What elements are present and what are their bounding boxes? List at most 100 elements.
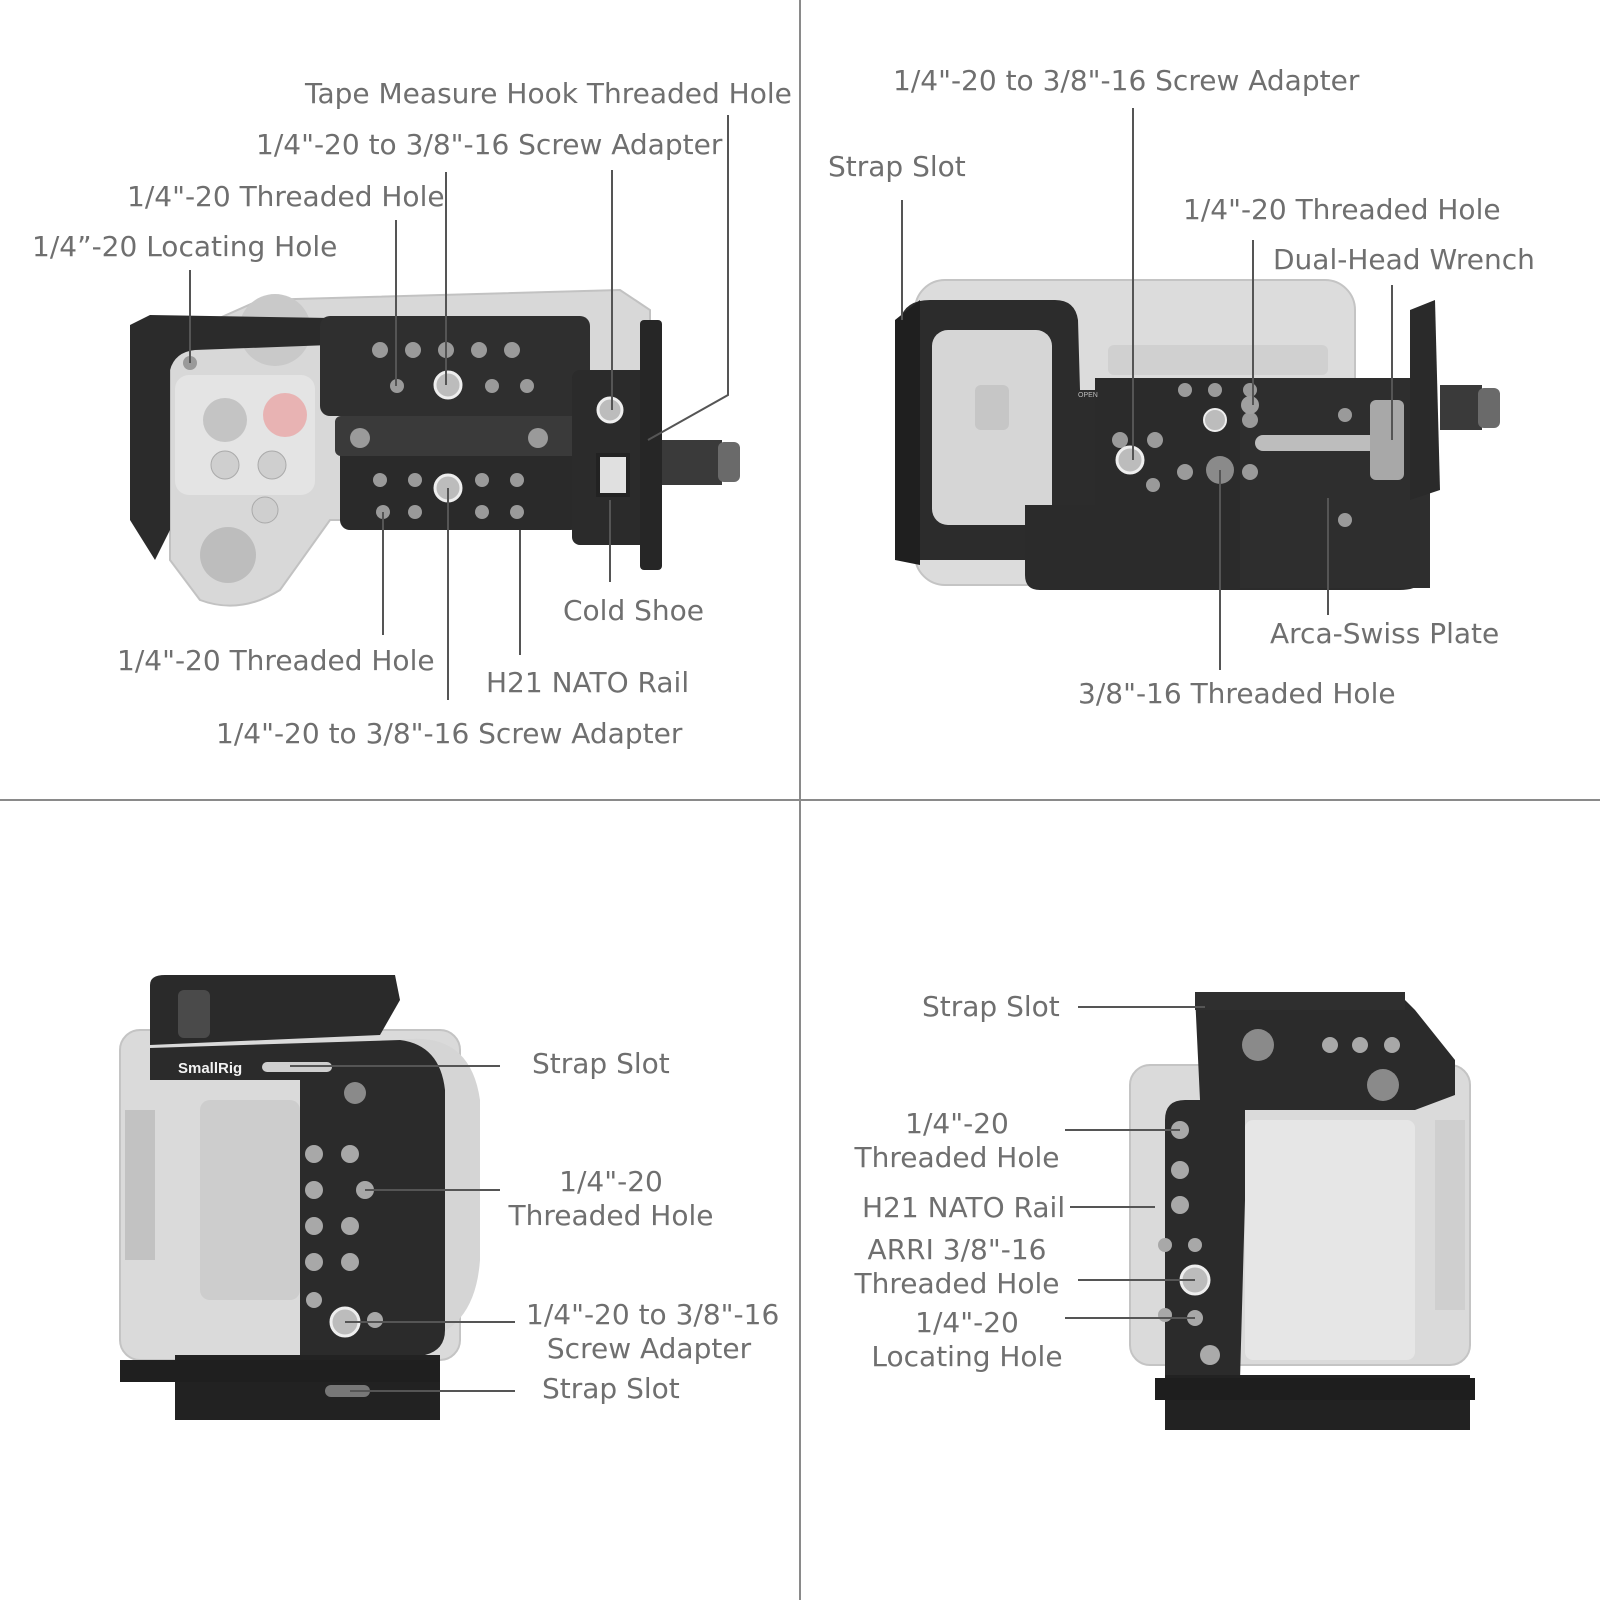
battery-door-latch: [975, 385, 1009, 430]
top-rail: [1195, 992, 1405, 1010]
port-panel: [1245, 1120, 1415, 1360]
label-nato-rail: H21 NATO Rail: [862, 1191, 1066, 1224]
side-knob: [1367, 1069, 1399, 1101]
dual-head-wrench: [1255, 435, 1395, 451]
label-line: 1/4"-20: [905, 1107, 1009, 1140]
panel-bottom-view: OPEN: [895, 108, 1500, 670]
baseplate-holes: [1112, 383, 1352, 527]
camera-button-3: [210, 450, 240, 480]
hole: [471, 342, 487, 358]
hole: [305, 1145, 323, 1163]
base-plate: [1155, 1378, 1475, 1400]
hole: [1242, 412, 1258, 428]
label-threaded-hole-38: 3/8"-16 Threaded Hole: [1078, 677, 1396, 710]
hole: [1208, 383, 1222, 397]
hole: [373, 473, 387, 487]
label-threaded-hole: 1/4"-20 Threaded Hole: [1183, 193, 1501, 226]
hole: [1384, 1037, 1400, 1053]
label-line: Screw Adapter: [546, 1332, 752, 1365]
camera-record-button: [263, 393, 307, 437]
label-screw-adapter-bottom: 1/4"-20 to 3/8"-16 Screw Adapter: [216, 717, 683, 750]
hole: [1147, 432, 1163, 448]
hole: [306, 1292, 322, 1308]
top-handle-frame: [150, 975, 400, 1045]
label-locating-hole: 1/4"-20 Locating Hole: [862, 1306, 1072, 1374]
screw-adapter-top: [433, 370, 463, 400]
hole: [372, 342, 388, 358]
screw-adapter-side: [596, 396, 624, 424]
right-vertical-post: [1410, 300, 1440, 500]
label-line: ARRI 3/8"-16: [867, 1233, 1047, 1266]
hole: [350, 428, 370, 448]
label-screw-adapter: 1/4"-20 to 3/8"-16 Screw Adapter: [526, 1298, 780, 1366]
label-line: Threaded Hole: [854, 1141, 1060, 1174]
side-vent: [125, 1110, 155, 1260]
strap-slot-bottom: [325, 1385, 370, 1397]
hole: [1352, 1037, 1368, 1053]
hole: [520, 379, 534, 393]
hole: [405, 342, 421, 358]
hole: [528, 428, 548, 448]
leader-lines-port: [1065, 1006, 1205, 1319]
hole: [1171, 1196, 1189, 1214]
hole: [408, 505, 422, 519]
hole: [1338, 408, 1352, 422]
thumb-screw-knob: [718, 442, 740, 482]
side-vent: [1435, 1120, 1465, 1310]
label-dual-head-wrench: Dual-Head Wrench: [1273, 243, 1535, 276]
strap-slot-frame: [895, 300, 920, 565]
base-plate: [120, 1360, 440, 1382]
leader-lines-top-view: [189, 115, 729, 700]
camera-button-1: [251, 496, 279, 524]
grip-holes: [305, 1145, 383, 1328]
label-locating-hole: 1/4”-20 Locating Hole: [32, 230, 338, 263]
hole: [475, 505, 489, 519]
leader-lines-grip: [290, 1065, 515, 1392]
camera-joystick: [200, 527, 256, 583]
hole: [1242, 464, 1258, 480]
hole: [510, 473, 524, 487]
port-side-holes: [1158, 1037, 1400, 1326]
hole: [1188, 1238, 1202, 1252]
screw-adapter: [1115, 445, 1145, 475]
panel-port-side: [1065, 992, 1475, 1430]
hole: [1112, 432, 1128, 448]
hole: [305, 1253, 323, 1271]
cage-left-grip-frame: [130, 315, 330, 560]
label-strap-slot-top: Strap Slot: [532, 1047, 670, 1080]
label-line: 1/4"-20 to 3/8"-16: [526, 1298, 780, 1331]
knob-mount: [1440, 385, 1482, 430]
label-threaded-hole-top: 1/4"-20 Threaded Hole: [127, 180, 445, 213]
top-knob: [178, 990, 210, 1038]
hole: [1178, 383, 1192, 397]
panel-top-view: [130, 115, 740, 700]
knob-mount: [662, 440, 722, 485]
hole: [485, 379, 499, 393]
hole: [1338, 513, 1352, 527]
hole: [1322, 1037, 1338, 1053]
cold-shoe-mount: [596, 453, 630, 497]
hole: [341, 1217, 359, 1235]
hole: [510, 505, 524, 519]
camera-dial-small: [203, 398, 247, 442]
cage-top-plate: [320, 316, 590, 416]
label-tape-measure-hook-threaded-hole: Tape Measure Hook Threaded Hole: [305, 77, 792, 110]
nato-rail-middle: [335, 416, 580, 456]
label-strap-slot-bottom: Strap Slot: [542, 1372, 680, 1405]
label-line: Threaded Hole: [854, 1267, 1060, 1300]
top-knob: [1242, 1029, 1274, 1061]
hole: [408, 473, 422, 487]
hole: [341, 1253, 359, 1271]
label-nato-rail: H21 NATO Rail: [486, 666, 690, 699]
hole: [341, 1145, 359, 1163]
label-threaded-hole: 1/4"-20 Threaded Hole: [506, 1165, 716, 1233]
hole: [305, 1181, 323, 1199]
hole: [475, 473, 489, 487]
hole: [367, 1312, 383, 1328]
screw-mid: [1203, 408, 1227, 432]
label-threaded-hole-bottom: 1/4"-20 Threaded Hole: [117, 644, 435, 677]
label-strap-slot: Strap Slot: [922, 990, 1060, 1023]
label-screw-adapter-top: 1/4"-20 to 3/8"-16 Screw Adapter: [256, 128, 723, 161]
